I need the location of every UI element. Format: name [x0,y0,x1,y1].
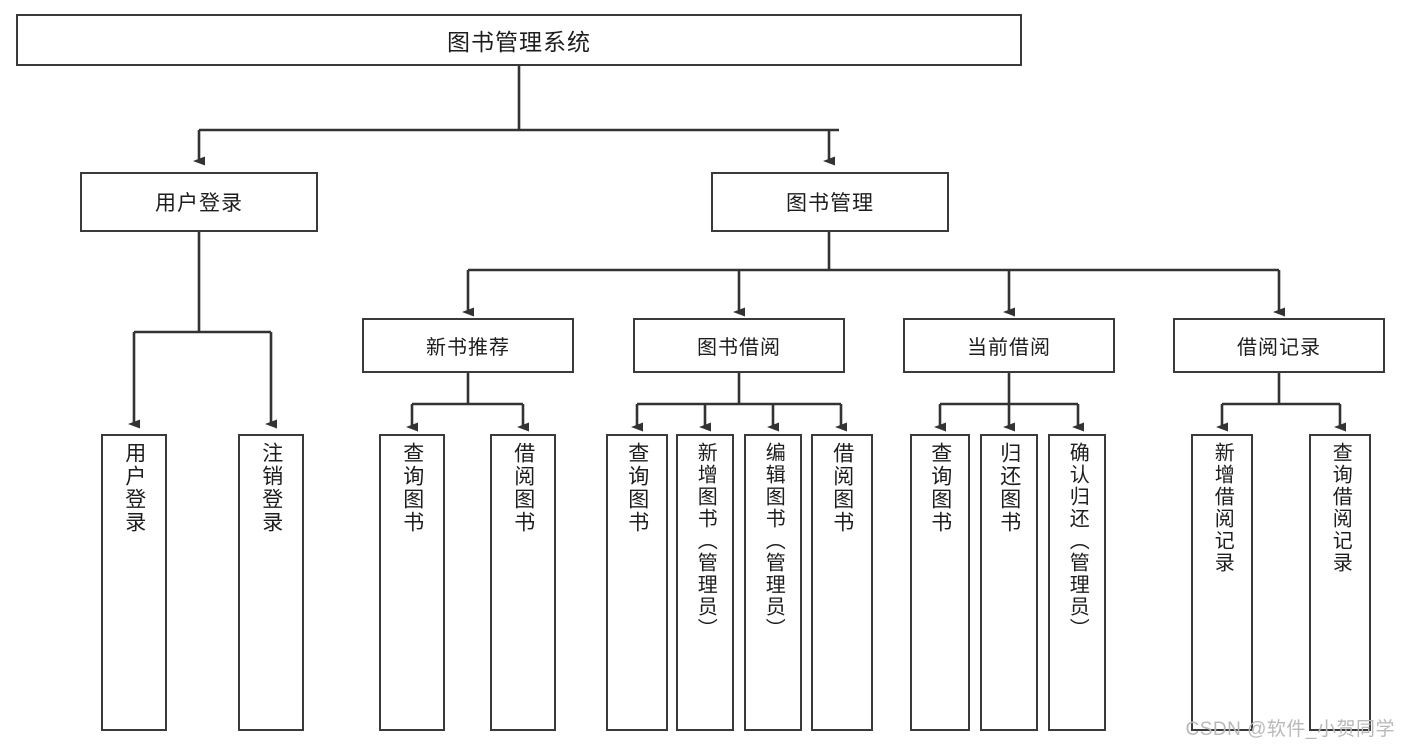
node-current-borrow[interactable]: 当前借阅 [903,318,1115,373]
node-leaf-logout-label: 注销登录 [259,442,283,534]
node-leaf-query-book-1-label: 查询图书 [400,442,424,534]
node-book-manage[interactable]: 图书管理 [711,172,949,232]
node-leaf-query-book-1[interactable]: 查询图书 [379,434,445,731]
node-borrow-record[interactable]: 借阅记录 [1173,318,1385,373]
node-leaf-query-record[interactable]: 查询借阅记录 [1309,434,1371,731]
node-leaf-confirm-return[interactable]: 确认归还（管理员） [1048,434,1106,731]
node-leaf-borrow-book-1-label: 借阅图书 [511,442,535,534]
node-book-manage-label: 图书管理 [786,192,874,215]
node-leaf-return-book-label: 归还图书 [997,442,1021,534]
node-book-borrow-label: 图书借阅 [697,337,781,359]
node-root[interactable]: 图书管理系统 [16,14,1022,66]
node-book-borrow[interactable]: 图书借阅 [633,318,845,373]
node-user-login-label: 用户登录 [155,192,243,215]
node-leaf-add-book[interactable]: 新增图书（管理员） [676,434,734,731]
node-leaf-return-book[interactable]: 归还图书 [980,434,1038,731]
node-leaf-add-record-label: 新增借阅记录 [1211,442,1234,574]
node-borrow-record-label: 借阅记录 [1237,337,1321,359]
node-leaf-query-book-2[interactable]: 查询图书 [606,434,668,731]
node-leaf-borrow-book-2-label: 借阅图书 [830,442,854,534]
node-root-label: 图书管理系统 [447,29,591,55]
node-leaf-edit-book[interactable]: 编辑图书（管理员） [744,434,802,731]
node-leaf-edit-book-label: 编辑图书（管理员） [762,442,785,640]
node-leaf-query-book-2-label: 查询图书 [625,442,649,534]
node-leaf-user-login-label: 用户登录 [122,442,146,534]
node-current-borrow-label: 当前借阅 [967,337,1051,359]
node-leaf-query-book-3[interactable]: 查询图书 [910,434,970,731]
node-leaf-borrow-book-1[interactable]: 借阅图书 [490,434,556,731]
node-leaf-query-book-3-label: 查询图书 [928,442,952,534]
csdn-watermark: CSDN @软件_小贺同学 [1185,719,1395,740]
node-leaf-add-book-label: 新增图书（管理员） [694,442,717,640]
node-new-book-recommend[interactable]: 新书推荐 [362,318,574,373]
node-leaf-query-record-label: 查询借阅记录 [1329,442,1352,574]
node-leaf-add-record[interactable]: 新增借阅记录 [1191,434,1253,731]
node-leaf-user-login[interactable]: 用户登录 [101,434,167,731]
node-leaf-confirm-return-label: 确认归还（管理员） [1066,442,1089,640]
node-new-book-recommend-label: 新书推荐 [426,337,510,359]
node-leaf-borrow-book-2[interactable]: 借阅图书 [811,434,873,731]
node-leaf-logout[interactable]: 注销登录 [238,434,304,731]
node-user-login[interactable]: 用户登录 [80,172,318,232]
